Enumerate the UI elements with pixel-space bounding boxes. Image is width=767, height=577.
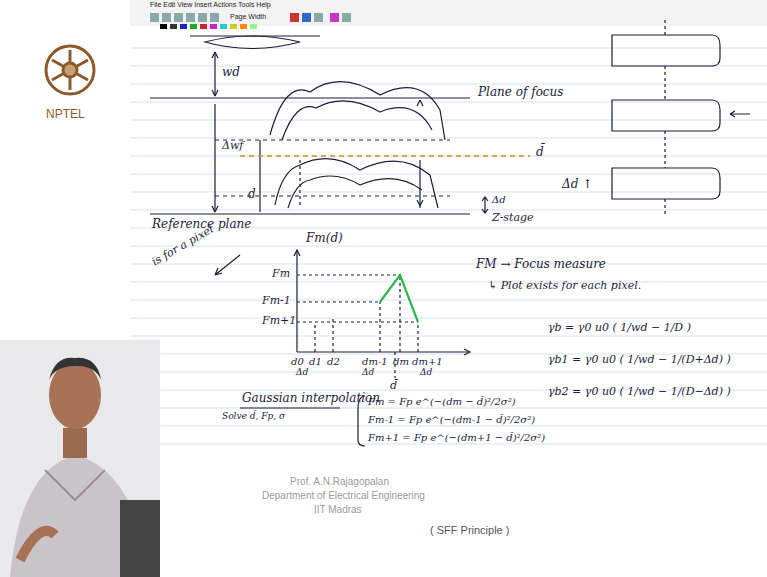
handwritten-label: d̄ — [390, 380, 397, 392]
handwritten-label: FM → Focus measure — [476, 258, 606, 271]
presenter-video — [0, 340, 160, 577]
toolbar-icons — [150, 13, 351, 22]
nptel-logo — [46, 46, 94, 94]
handwritten-label: Gaussian interpolation — [242, 392, 380, 405]
handwritten-label: Page Width — [230, 13, 266, 21]
handwritten-label: γb1 = γ0 u0 ( 1/wd − 1/(D+Δd) ) — [548, 354, 731, 366]
optics-sketch — [150, 20, 750, 446]
ruled-lines — [130, 48, 767, 444]
handwritten-label: Fm+1 = Fp e^(−(dm+1 − d̄)²/2σ²) — [368, 432, 545, 443]
focus-peak — [380, 275, 418, 322]
handwritten-label: γb = γ0 u0 ( 1/wd − 1/D ) — [548, 322, 691, 334]
slide-caption: ( SFF Principle ) — [430, 524, 509, 536]
handwritten-label: Δwf — [222, 140, 243, 152]
handwritten-label: dm-1 — [362, 356, 388, 367]
handwritten-label: dm+1 — [412, 356, 443, 367]
color-palette — [160, 24, 257, 29]
handwritten-label: File Edit View Insert Actions Tools Help — [150, 1, 271, 9]
handwritten-label: d1 — [309, 356, 322, 367]
handwritten-label: Δd — [296, 368, 308, 378]
handwritten-label: Δd — [420, 368, 432, 378]
handwritten-label: Department of Electrical Engineering — [262, 490, 425, 501]
handwritten-label: dm — [393, 356, 409, 367]
handwritten-label: d2 — [327, 356, 340, 367]
handwritten-label: Δd ↑ — [562, 178, 592, 191]
handwritten-label: ↳ Plot exists for each pixel. — [488, 280, 641, 292]
handwritten-label: Fm+1 — [262, 315, 296, 327]
handwritten-label: wd — [222, 66, 240, 79]
handwritten-label: IIT Madras — [314, 504, 362, 515]
handwritten-label: d0 — [291, 356, 304, 367]
handwritten-label: d — [248, 188, 256, 201]
mean-level-line — [240, 155, 530, 157]
handwritten-label: Z-stage — [492, 212, 534, 224]
handwritten-label: Fm — [272, 268, 290, 280]
handwritten-label: Δd — [362, 368, 374, 378]
handwritten-label: Solve d̄, Fp, σ — [222, 412, 285, 422]
handwritten-label: Plane of focus — [478, 86, 563, 99]
handwritten-label: Fm-1 = Fp e^(−(dm-1 − d̄)²/2σ²) — [368, 414, 535, 425]
toolbar — [130, 0, 767, 26]
handwritten-label: Fm-1 — [262, 295, 291, 307]
handwritten-label: NPTEL — [46, 108, 85, 121]
handwritten-label: Fm(d) — [306, 232, 343, 245]
handwritten-label: γb2 = γ0 u0 ( 1/wd − 1/(D−Δd) ) — [548, 386, 731, 398]
handwritten-label: Fm = Fp e^(−(dm − d̄)²/2σ²) — [368, 396, 516, 407]
handwritten-label: d̄ — [536, 146, 544, 159]
handwritten-label: Δd — [492, 194, 506, 205]
handwritten-label: Prof. A.N.Rajagopalan — [290, 476, 389, 487]
